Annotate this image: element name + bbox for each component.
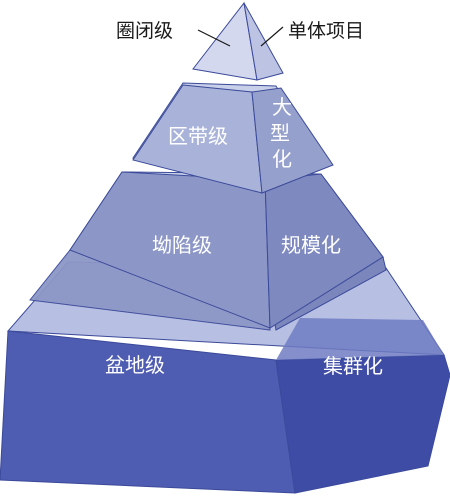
leader-line-right: [260, 26, 284, 47]
label-large-1: 大: [272, 95, 292, 119]
label-large-3: 化: [272, 147, 292, 171]
label-large-2: 型: [270, 121, 290, 145]
tier2-side-face: [251, 87, 334, 194]
label-depression-level: 坳陷级: [152, 233, 212, 257]
label-trap-level: 圈闭级: [116, 20, 173, 42]
tier-trap: [192, 1, 284, 81]
tier1-side-face: [243, 2, 284, 81]
tier4-side-highlight: [276, 318, 444, 360]
label-single-project: 单体项目: [288, 20, 364, 42]
tier-depression: [29, 171, 387, 331]
tier-play: [132, 82, 334, 194]
label-scale: 规模化: [281, 233, 341, 257]
tier4-side-face: [275, 354, 450, 494]
label-play-level: 区带级: [168, 124, 228, 148]
label-cluster: 集群化: [323, 354, 383, 378]
leader-line-left: [197, 29, 231, 47]
label-basin-level: 盆地级: [105, 353, 165, 377]
